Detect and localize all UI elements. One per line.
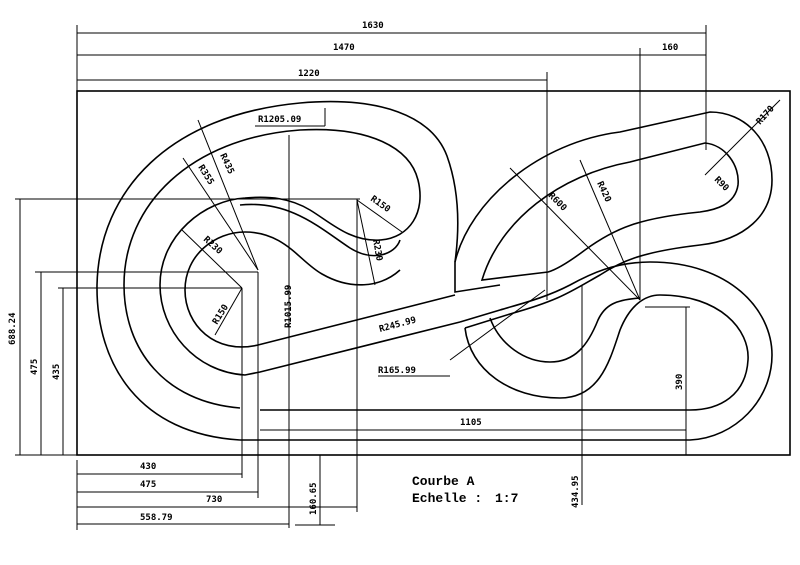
dim-bottom-558: 558.79 <box>140 513 173 523</box>
track-edge-lane-left-3 <box>184 231 401 291</box>
track-edge-inner-left <box>184 289 456 348</box>
curve-title: Courbe A <box>412 474 475 489</box>
radius-230-right: R230 <box>370 239 384 262</box>
track-outline <box>96 100 773 441</box>
track-edge-outer-right <box>454 111 773 329</box>
radius-150-left: R150 <box>211 303 231 327</box>
radius-230-left: R230 <box>201 235 224 257</box>
track-edge-outer-left <box>96 100 501 441</box>
dim-390: 390 <box>675 374 685 390</box>
track-edge-lane-left-2 <box>123 128 461 409</box>
radius-435: R435 <box>217 152 235 176</box>
track-edge-lower-right-outer <box>260 294 749 411</box>
radius-355: R355 <box>195 163 215 187</box>
dim-left-435: 435 <box>52 364 62 380</box>
radius-165: R165.99 <box>378 366 416 376</box>
radius-90: R90 <box>712 175 731 194</box>
board-frame <box>76 90 791 456</box>
dim-160-65: 160.65 <box>309 482 319 515</box>
radius-1205: R1205.09 <box>258 115 301 125</box>
dim-bottom-730: 730 <box>206 495 222 505</box>
dim-bottom-430: 430 <box>140 462 156 472</box>
dim-bottom-475: 475 <box>140 480 156 490</box>
radius-170: R170 <box>755 104 777 127</box>
radius-245: R245.99 <box>378 315 417 334</box>
radius-600: R600 <box>546 191 568 213</box>
dim-1105: 1105 <box>460 418 482 428</box>
radius-150-right: R150 <box>368 194 392 215</box>
dim-688: 688.24 <box>8 312 18 345</box>
dimension-lines <box>15 25 781 530</box>
track-edge-lower-mid <box>489 297 641 363</box>
radius-1015: R1015.99 <box>284 285 294 328</box>
dim-160: 160 <box>662 43 678 53</box>
dim-1470: 1470 <box>333 43 355 53</box>
dim-434-95: 434.95 <box>571 475 581 508</box>
track-edge-s-curve <box>239 203 401 257</box>
dim-1220: 1220 <box>298 69 320 79</box>
scale-value: 1:7 <box>495 491 518 506</box>
dim-left-475: 475 <box>30 359 40 375</box>
track-edge-inner-right-loop <box>480 142 739 281</box>
dim-total-width: 1630 <box>362 21 384 31</box>
track-edge-lower-right-inner <box>240 261 773 441</box>
scale-label: Echelle : <box>412 491 482 506</box>
